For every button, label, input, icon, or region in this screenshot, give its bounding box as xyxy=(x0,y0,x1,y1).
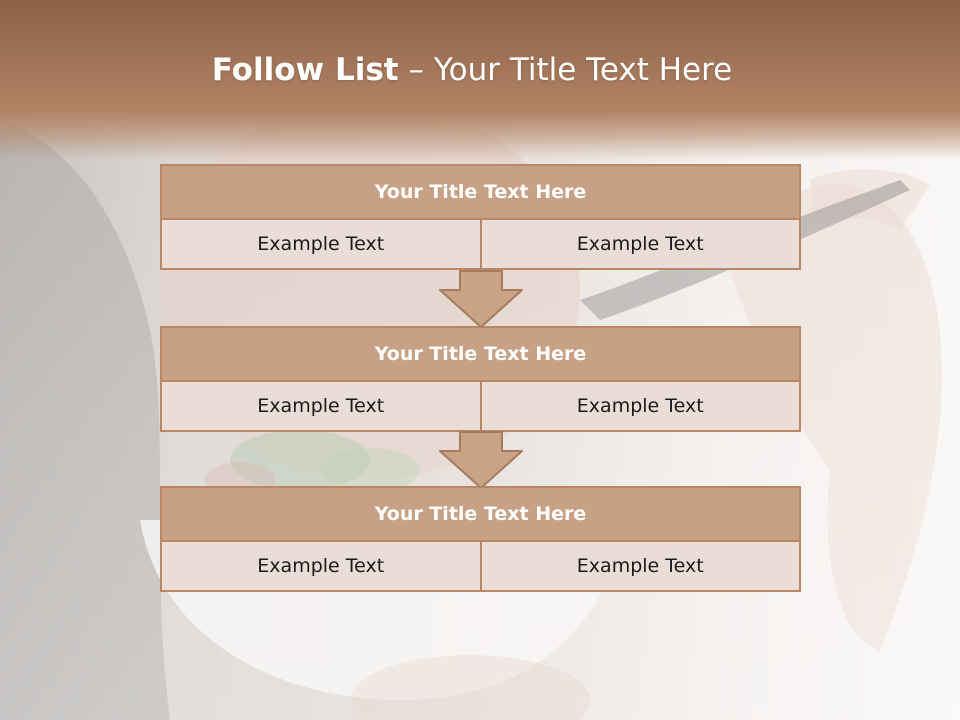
block-title: Your Title Text Here xyxy=(160,326,801,382)
block-cell-left: Example Text xyxy=(160,382,482,432)
block-title: Your Title Text Here xyxy=(160,164,801,220)
block-cell-right: Example Text xyxy=(481,220,801,270)
slide-title-rest: – Your Title Text Here xyxy=(408,52,733,88)
list-block-3: Your Title Text Here Example Text Exampl… xyxy=(160,486,801,592)
block-row: Example Text Example Text xyxy=(160,542,801,592)
block-cell-left: Example Text xyxy=(160,542,482,592)
block-row: Example Text Example Text xyxy=(160,220,801,270)
list-block-1: Your Title Text Here Example Text Exampl… xyxy=(160,164,801,270)
slide-title-bold: Follow List xyxy=(211,52,399,88)
block-title: Your Title Text Here xyxy=(160,486,801,542)
block-cell-right: Example Text xyxy=(481,542,801,592)
block-row: Example Text Example Text xyxy=(160,382,801,432)
block-cell-left: Example Text xyxy=(160,220,482,270)
slide-title: Follow List – Your Title Text Here xyxy=(0,52,944,88)
down-arrow-icon xyxy=(439,270,523,328)
down-arrow-icon xyxy=(439,431,523,489)
block-cell-right: Example Text xyxy=(481,382,801,432)
title-band xyxy=(0,0,960,160)
list-block-2: Your Title Text Here Example Text Exampl… xyxy=(160,326,801,432)
